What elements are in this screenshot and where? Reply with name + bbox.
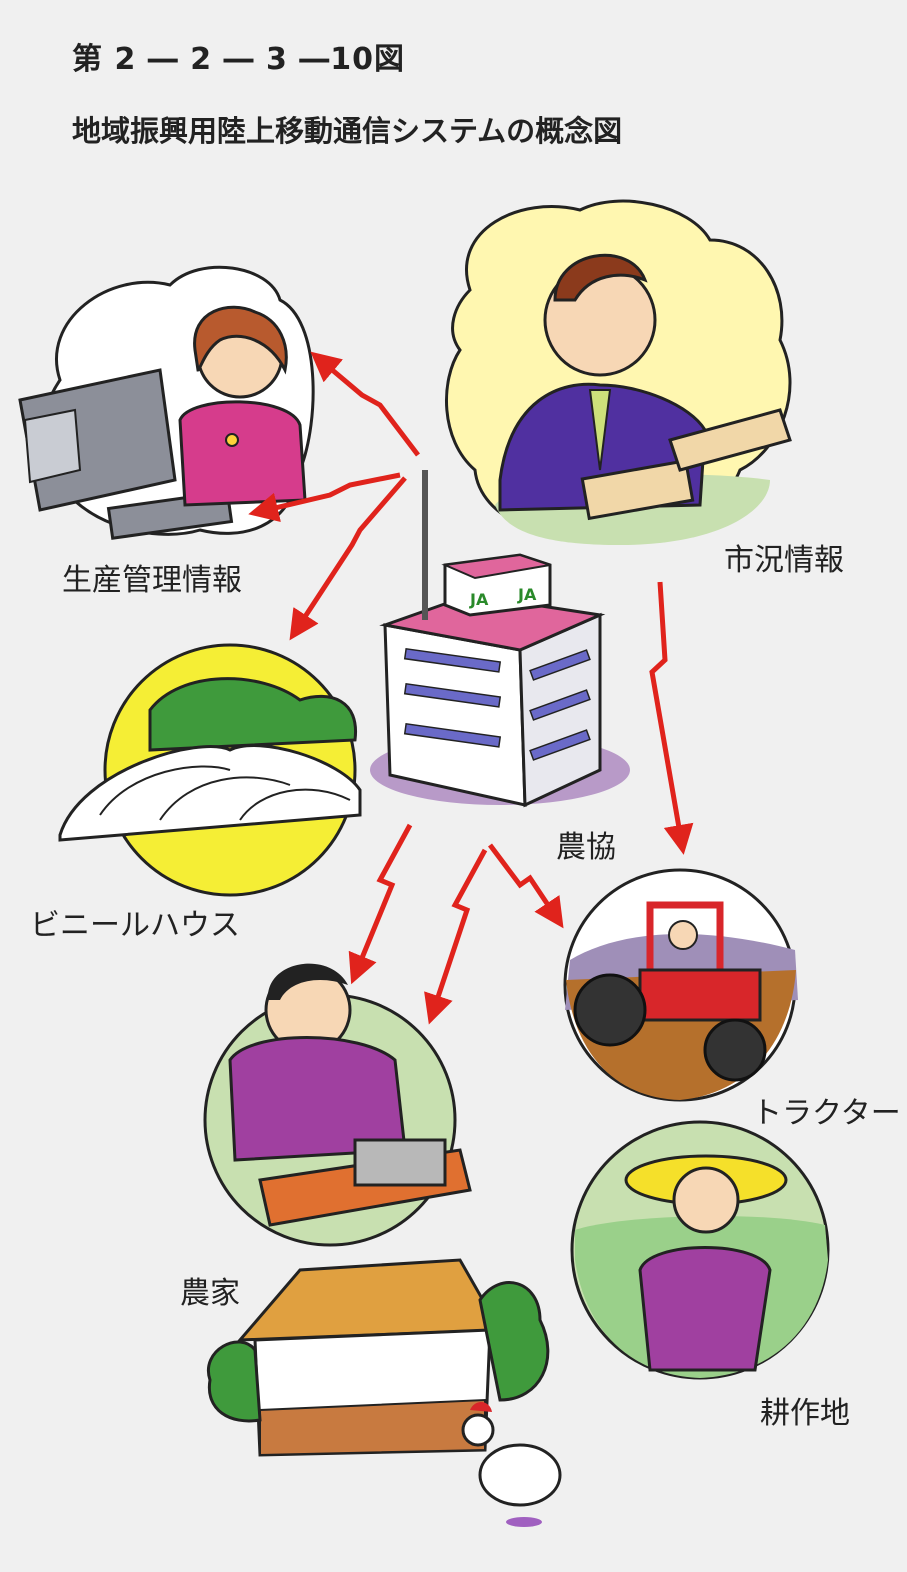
figure-title: 地域振興用陸上移動通信システムの概念図 (72, 114, 623, 148)
label-field: 耕作地 (760, 1396, 850, 1431)
arrow-to-greenhouse (289, 476, 407, 641)
greenhouse-illustration (58, 643, 362, 897)
label-production-info: 生産管理情報 (62, 563, 242, 598)
arrow-market-to-tractor (649, 581, 694, 855)
ja-logo-1: JA (469, 590, 489, 609)
signal-arrows (248, 351, 694, 1025)
ja-building-illustration: JA JA (370, 470, 630, 808)
market-info-illustration (445, 199, 792, 545)
ja-logo-2: JA (517, 585, 537, 604)
production-info-illustration (18, 265, 315, 540)
arrow-to-farmer (348, 823, 413, 985)
label-market-info: 市況情報 (724, 543, 844, 578)
arrow-to-production-2 (248, 472, 401, 523)
field-illustration (570, 1120, 830, 1380)
arrow-to-farmer-2 (424, 848, 488, 1025)
arrow-to-tractor (488, 843, 564, 929)
farmhouse-illustration (203, 963, 562, 1527)
figure-number: 第 2 ― 2 ― 3 ―10図 (72, 42, 406, 77)
tractor-illustration (563, 868, 798, 1102)
label-ja: 農協 (556, 830, 616, 865)
label-tractor: トラクター (752, 1096, 901, 1131)
label-greenhouse: ビニールハウス (30, 908, 240, 943)
arrow-to-production (310, 351, 420, 457)
label-farmhouse: 農家 (180, 1276, 240, 1311)
